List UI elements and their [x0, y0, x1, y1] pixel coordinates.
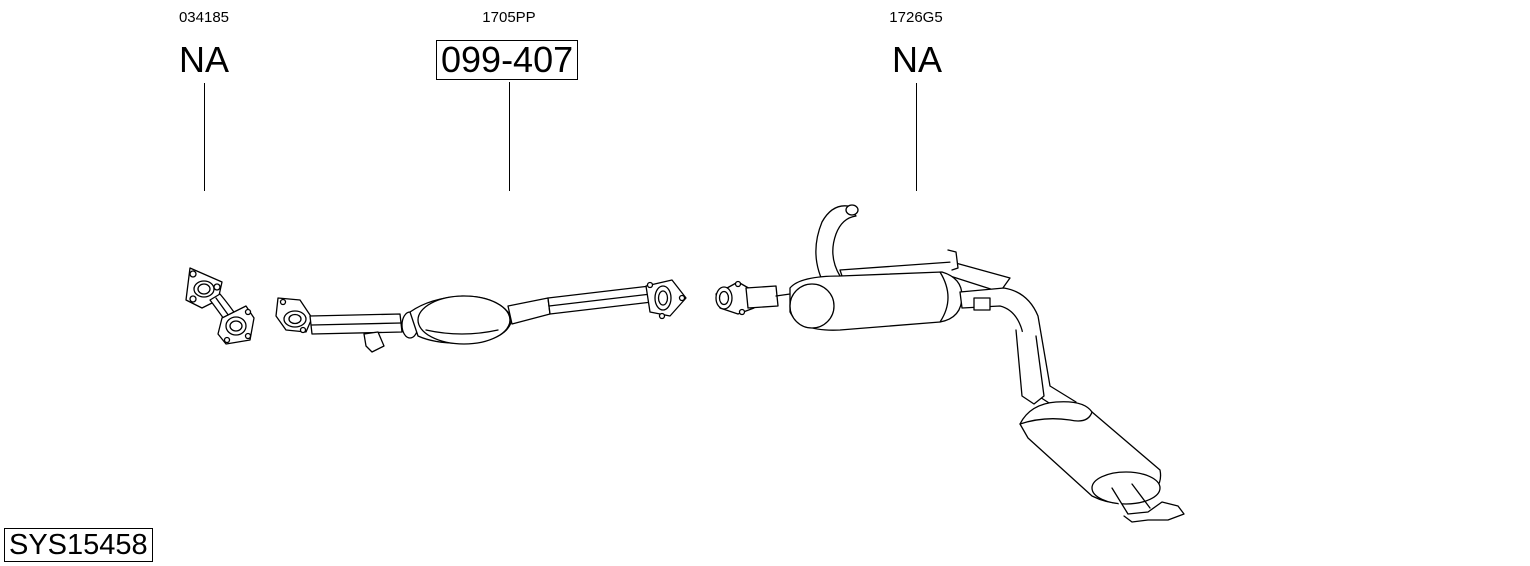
silencer-assembly-1726g5 [715, 204, 1185, 523]
part-code-099-407[interactable]: 099-407 [436, 40, 579, 80]
part-ref-1726g5: 1726G5 [889, 9, 943, 26]
catalytic-converter-1705pp [275, 279, 687, 353]
leader-line-1 [204, 83, 205, 191]
leader-line-3 [916, 83, 917, 191]
part-ref-1705pp: 1705PP [482, 9, 536, 26]
part-ref-034185: 034185 [178, 9, 230, 26]
leader-line-2 [509, 82, 510, 191]
front-pipe-034185 [185, 267, 255, 345]
part-code-na-1: NA [178, 39, 229, 80]
system-id-label: SYS15458 [4, 528, 153, 562]
part-code-na-3: NA [891, 39, 942, 80]
